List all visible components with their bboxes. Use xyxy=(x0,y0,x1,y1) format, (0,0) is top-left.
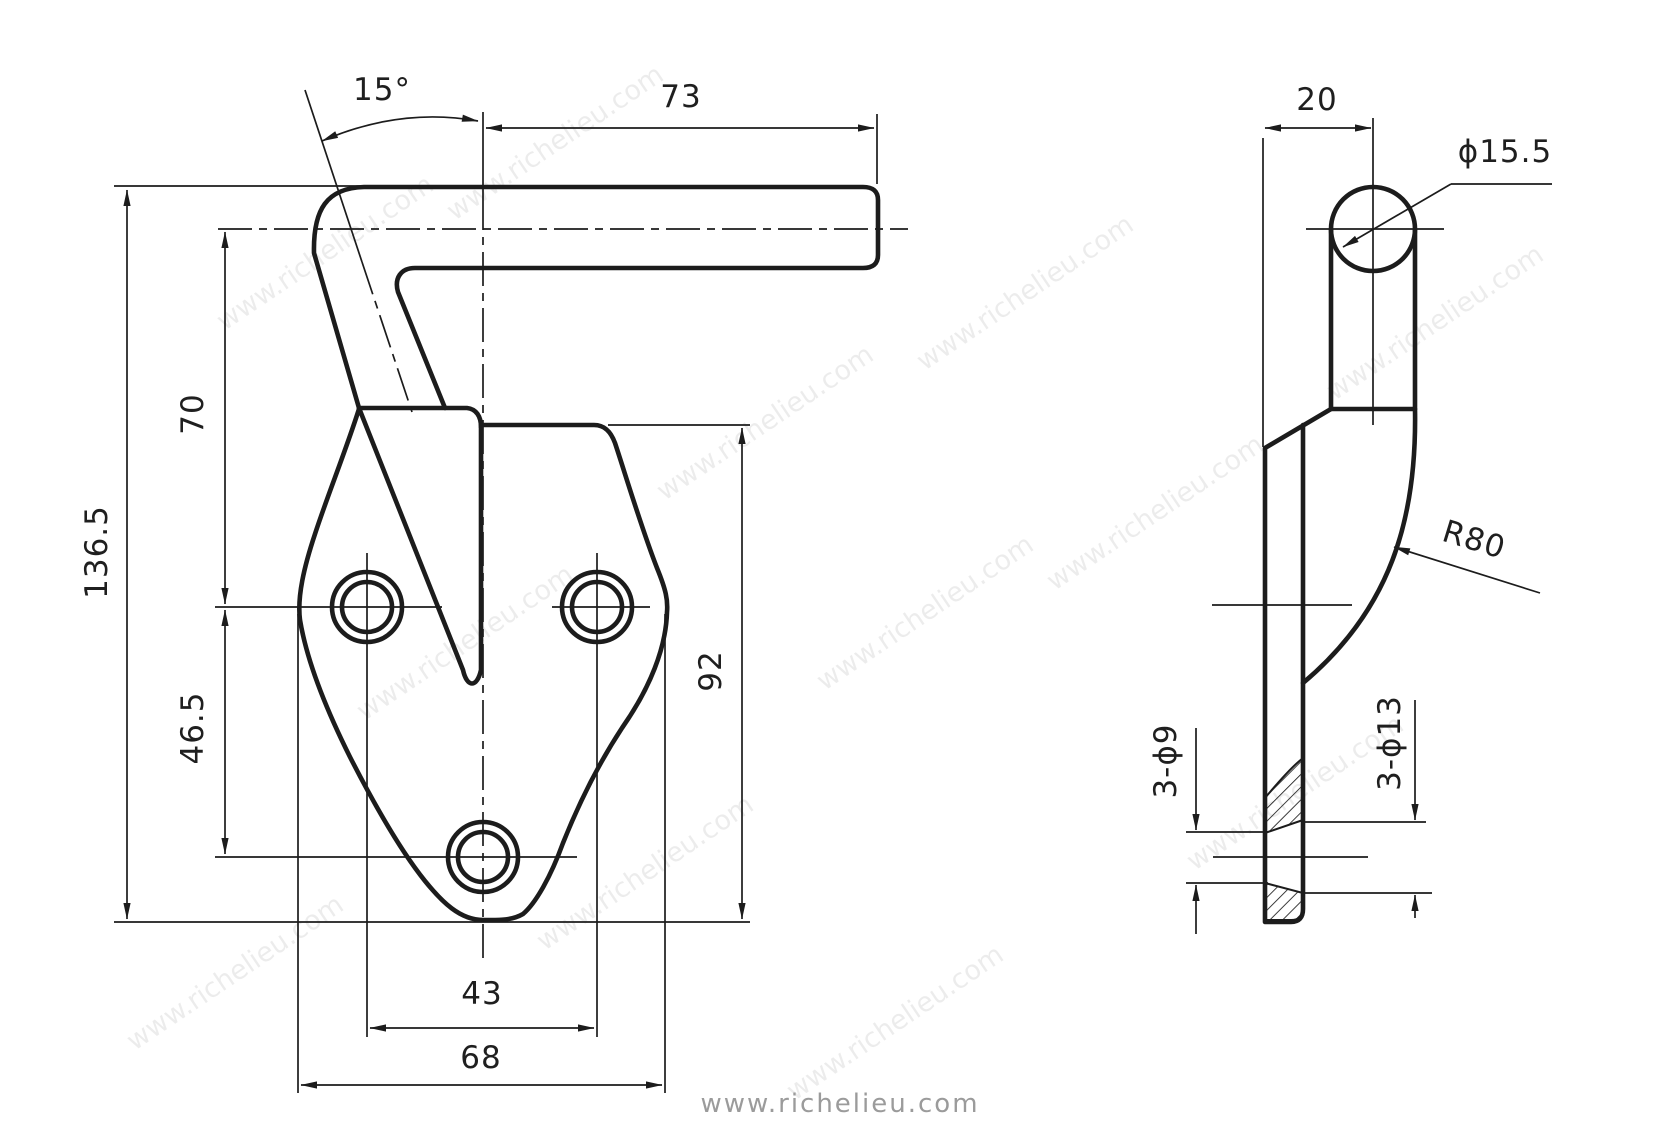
leader-r80 xyxy=(1393,546,1541,594)
watermark: www.richelieu.com xyxy=(911,209,1139,377)
side-view: 20 ϕ15.5 R80 3-ϕ9 3-ϕ13 xyxy=(1148,82,1552,934)
dim-text-upper-to-lower-holes: 46.5 xyxy=(175,691,211,764)
dim-text-overall-height: 136.5 xyxy=(79,505,115,599)
dim-text-front-hole-callout: 3-ϕ13 xyxy=(1372,695,1408,791)
r80-profile-curve xyxy=(1300,406,1418,686)
bend-slant-extension xyxy=(304,89,363,263)
side-part-outline xyxy=(1262,184,1418,925)
plate-top-step xyxy=(356,405,484,430)
plate-outline xyxy=(297,406,670,923)
dim-text-plate-width: 68 xyxy=(460,1040,501,1076)
front-dimension-lines xyxy=(123,114,875,1089)
side-dimension-lines xyxy=(1192,124,1552,934)
hook-arm-outline xyxy=(311,184,881,411)
leader-rod-diameter-arrow xyxy=(1342,183,1452,248)
watermark: www.richelieu.com xyxy=(441,59,669,227)
footer-url: www.richelieu.com xyxy=(700,1089,979,1119)
watermark: www.richelieu.com xyxy=(781,939,1009,1107)
side-extension-lines xyxy=(1186,138,1432,894)
dim-text-arm-length: 73 xyxy=(660,79,701,115)
front-part-outline xyxy=(297,184,881,923)
dim-text-bend-angle: 15° xyxy=(353,72,411,108)
dim-text-plate-height: 92 xyxy=(693,650,729,691)
section-hatch-upper xyxy=(1264,755,1304,835)
dim-text-rear-hole-callout: 3-ϕ9 xyxy=(1148,723,1184,798)
hook-tip-outline xyxy=(356,405,484,686)
section-hatch-lower xyxy=(1264,881,1304,921)
front-centerlines xyxy=(215,89,908,1037)
watermark: www.richelieu.com xyxy=(121,889,349,1057)
dim-text-profile-radius: R80 xyxy=(1438,513,1510,566)
front-extension-lines xyxy=(114,114,878,1093)
dim-text-rod-diameter: ϕ15.5 xyxy=(1458,134,1552,170)
watermark: www.richelieu.com xyxy=(1321,239,1549,407)
watermark: www.richelieu.com xyxy=(351,559,579,727)
bend-slant-centerline xyxy=(361,261,413,413)
dim-text-hole-spacing: 43 xyxy=(461,976,502,1012)
dim-arc-bend-angle xyxy=(321,114,479,142)
dim-text-arm-to-upper-holes: 70 xyxy=(175,393,211,434)
watermark: www.richelieu.com xyxy=(531,789,759,957)
watermark: www.richelieu.com xyxy=(651,339,879,507)
watermark: www.richelieu.com xyxy=(1041,429,1269,597)
dim-text-depth: 20 xyxy=(1296,82,1337,118)
front-view: 15° 73 136.5 70 46.5 92 43 68 xyxy=(79,72,908,1093)
watermark: www.richelieu.com xyxy=(811,529,1039,697)
